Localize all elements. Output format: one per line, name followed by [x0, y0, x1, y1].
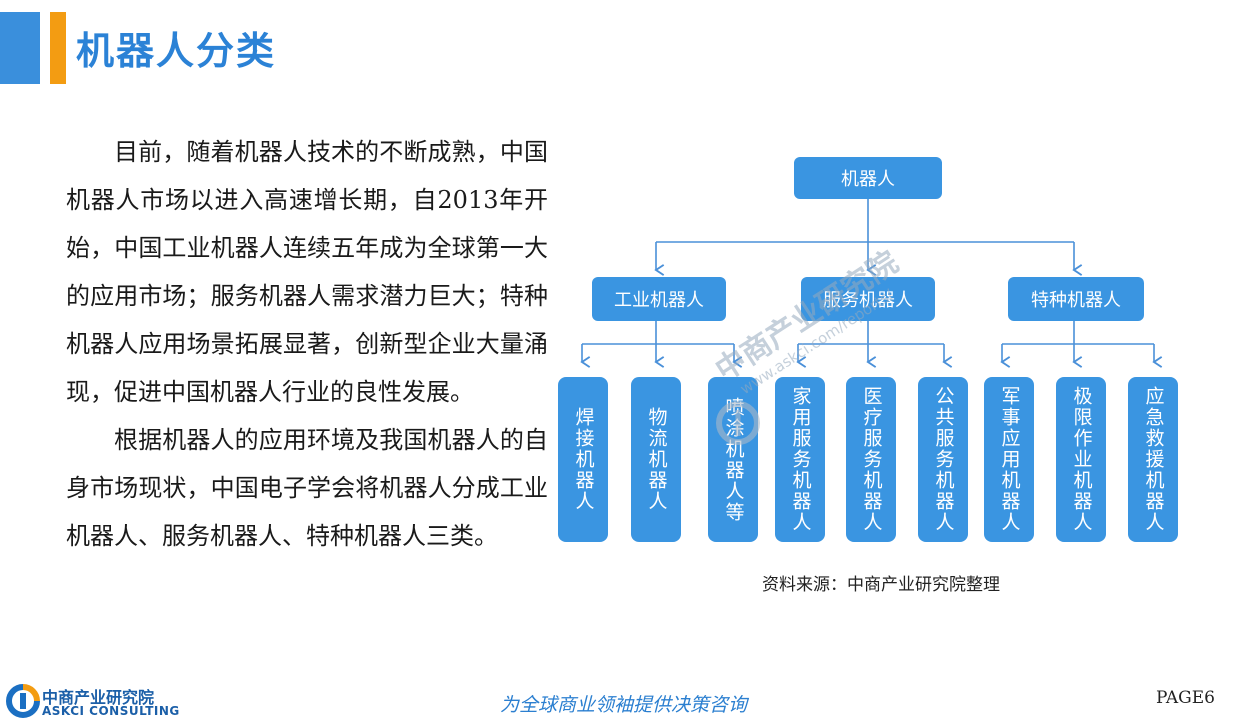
node-special-robot: 特种机器人	[1008, 277, 1144, 321]
body-text: 目前，随着机器人技术的不断成熟，中国机器人市场以进入高速增长期，自2013年开始…	[66, 128, 548, 560]
page-number: PAGE6	[1156, 688, 1215, 708]
watermark-logo-icon	[716, 401, 760, 445]
footer-logo-cn: 中商产业研究院	[42, 688, 155, 707]
node-military-robot: 军事应用机器人	[984, 377, 1034, 542]
paragraph-1: 目前，随着机器人技术的不断成熟，中国机器人市场以进入高速增长期，自2013年开始…	[66, 138, 548, 406]
header-accent-blue	[0, 12, 40, 84]
page-title: 机器人分类	[76, 29, 277, 73]
node-service-robot: 服务机器人	[801, 277, 935, 321]
node-root: 机器人	[794, 157, 942, 199]
node-logistics-robot: 物流机器人	[631, 377, 681, 542]
watermark-cn: 中商产业研究院	[709, 244, 905, 389]
paragraph-2: 根据机器人的应用环境及我国机器人的自身市场现状，中国电子学会将机器人分成工业机器…	[66, 426, 548, 550]
source-note: 资料来源：中商产业研究院整理	[762, 575, 1000, 595]
node-medical-service-robot: 医疗服务机器人	[846, 377, 896, 542]
node-household-service-robot: 家用服务机器人	[775, 377, 825, 542]
askci-logo-icon	[6, 684, 40, 718]
node-extreme-operation-robot: 极限作业机器人	[1056, 377, 1106, 542]
footer-slogan: 为全球商业领袖提供决策咨询	[500, 694, 748, 716]
node-public-service-robot: 公共服务机器人	[918, 377, 968, 542]
header-accent-orange	[50, 12, 66, 84]
node-welding-robot: 焊接机器人	[558, 377, 608, 542]
node-emergency-rescue-robot: 应急救援机器人	[1128, 377, 1178, 542]
footer-logo-en: ASKCI CONSULTING	[42, 704, 180, 718]
node-industrial-robot: 工业机器人	[592, 277, 726, 321]
